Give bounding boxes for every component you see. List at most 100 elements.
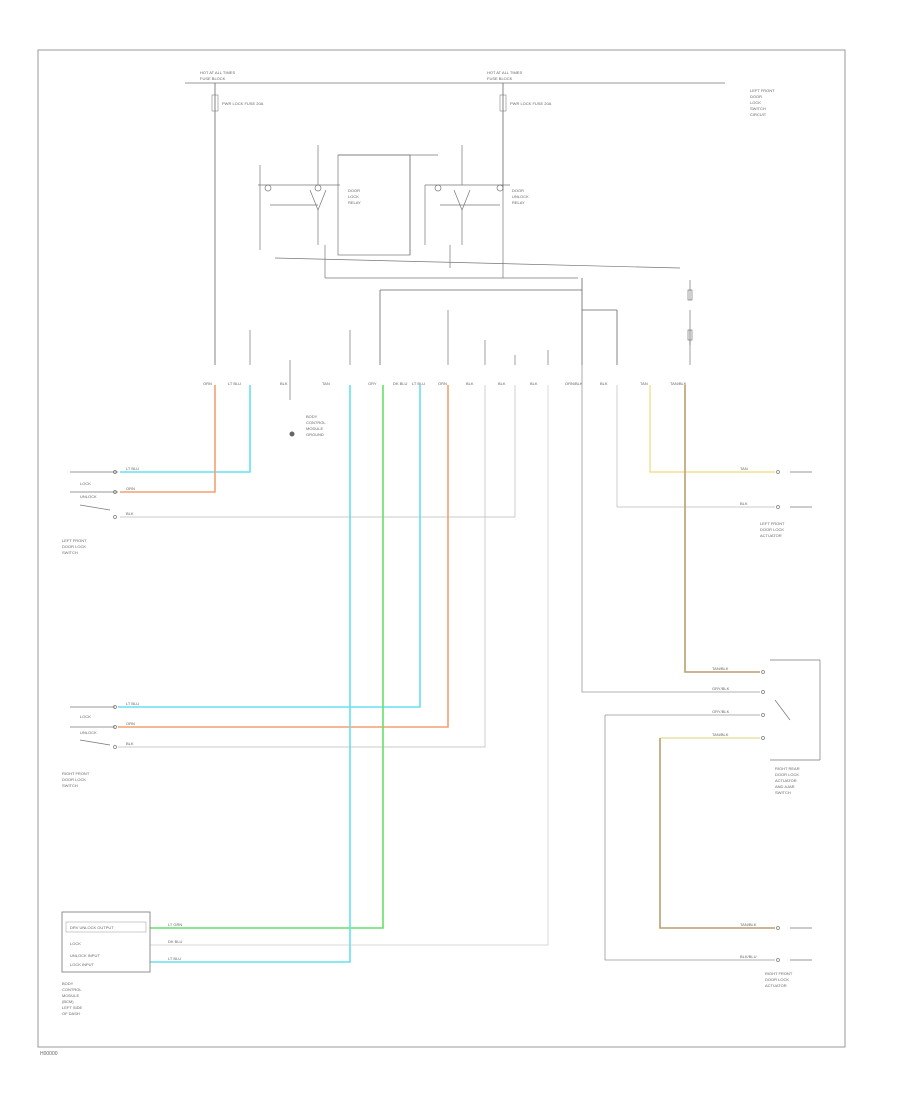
rf-switch-unlock-label: UNLOCK bbox=[80, 730, 97, 735]
rf-switch-blk-label: BLK bbox=[126, 741, 134, 746]
fuse-a-label: PWR LOCK FUSE 20A bbox=[222, 101, 264, 106]
rf-switch-lock-label: LOCK bbox=[80, 714, 91, 719]
svg-text:DOOR LOCK: DOOR LOCK bbox=[62, 777, 86, 782]
svg-text:GRY: GRY bbox=[368, 381, 377, 386]
svg-text:BLK: BLK bbox=[498, 381, 506, 386]
svg-text:RELAY: RELAY bbox=[512, 200, 525, 205]
svg-text:DOOR: DOOR bbox=[750, 94, 762, 99]
svg-text:CIRCUIT: CIRCUIT bbox=[750, 112, 767, 117]
svg-text:OF DASH: OF DASH bbox=[62, 1011, 80, 1016]
svg-text:LEFT FRONT: LEFT FRONT bbox=[750, 88, 775, 93]
svg-text:LOCK: LOCK bbox=[750, 100, 761, 105]
svg-text:SWITCH: SWITCH bbox=[750, 106, 766, 111]
svg-text:RIGHT FRONT: RIGHT FRONT bbox=[765, 971, 793, 976]
svg-text:LT BLU: LT BLU bbox=[228, 381, 241, 386]
wire-blk-blu-rf-actuator bbox=[604, 715, 775, 961]
svg-text:DOOR LOCK: DOOR LOCK bbox=[775, 772, 799, 777]
wire-dk-blu-bcm bbox=[150, 385, 549, 946]
rr-actuator-label-1: TAN/BLK bbox=[712, 666, 729, 671]
svg-text:LOCK: LOCK bbox=[348, 194, 359, 199]
svg-text:BLK: BLK bbox=[600, 381, 608, 386]
lf-switch-unlock-label: UNLOCK bbox=[80, 494, 97, 499]
svg-text:CONTROL: CONTROL bbox=[62, 987, 82, 992]
right-fuse-stack bbox=[687, 280, 693, 345]
fuse-block-label-2: FUSE BLOCK bbox=[487, 76, 513, 81]
bcm-row-3-label: UNLOCK INPUT bbox=[70, 953, 100, 958]
wire-orn-rf-switch bbox=[118, 385, 449, 728]
svg-text:DK BLU: DK BLU bbox=[393, 381, 408, 386]
wire-gry-blk-rr-actuator bbox=[581, 365, 760, 693]
unlock-relay-label: DOOR UNLOCK RELAY bbox=[512, 188, 529, 205]
left-front-switch-symbol bbox=[70, 470, 118, 519]
svg-text:LT BLU: LT BLU bbox=[412, 381, 425, 386]
svg-text:RIGHT REAR: RIGHT REAR bbox=[775, 766, 800, 771]
bcm-row-1-label: DRV UNLOCK OUTPUT bbox=[70, 925, 114, 930]
wire-blk-rf-switch bbox=[118, 385, 486, 748]
right-rear-actuator-label: RIGHT REAR DOOR LOCK ACTUATOR AND AJAR S… bbox=[775, 766, 800, 795]
lf-switch-blk-label: BLK bbox=[126, 511, 134, 516]
bcm-label: BODY CONTROL MODULE (BCM) LEFT SIDE OF D… bbox=[62, 981, 82, 1016]
rf-actuator-label-2: BLK/BLU bbox=[740, 954, 757, 959]
svg-text:BODY: BODY bbox=[62, 981, 74, 986]
lf-switch-lock-label: LOCK bbox=[80, 481, 91, 486]
lf-actuator-symbol bbox=[776, 470, 812, 509]
svg-text:UNLOCK: UNLOCK bbox=[512, 194, 529, 199]
bcm-wire-ltblu-label: LT BLU bbox=[168, 956, 181, 961]
lock-relay-label: DOOR LOCK RELAY bbox=[348, 188, 361, 205]
rf-actuator-symbol bbox=[776, 926, 812, 962]
lf-switch-ltblu-label: LT BLU bbox=[126, 466, 139, 471]
svg-text:RIGHT FRONT: RIGHT FRONT bbox=[62, 771, 90, 776]
svg-text:DOOR: DOOR bbox=[512, 188, 524, 193]
svg-text:AND AJAR: AND AJAR bbox=[775, 784, 795, 789]
bcm-wire-ltgrn-label: LT GRN bbox=[168, 922, 182, 927]
wire-lt-blu-lf-switch bbox=[120, 385, 251, 473]
right-front-switch-label: RIGHT FRONT DOOR LOCK SWITCH bbox=[62, 771, 90, 788]
svg-text:CONTROL: CONTROL bbox=[306, 420, 326, 425]
svg-text:MODULE: MODULE bbox=[306, 426, 323, 431]
svg-text:DOOR LOCK: DOOR LOCK bbox=[62, 544, 86, 549]
ground-icon bbox=[289, 431, 295, 437]
wire-orn-lf-switch bbox=[120, 385, 216, 493]
ground-label: BODY CONTROL MODULE GROUND bbox=[306, 414, 326, 437]
svg-text:BLK: BLK bbox=[466, 381, 474, 386]
svg-text:ACTUATOR: ACTUATOR bbox=[765, 983, 787, 988]
rr-actuator-label-2: GRY/BLK bbox=[712, 686, 730, 691]
bcm-row-4-label: LOCK INPUT bbox=[70, 962, 95, 967]
right-front-switch-symbol bbox=[70, 705, 117, 749]
svg-text:RELAY: RELAY bbox=[348, 200, 361, 205]
svg-text:LEFT SIDE: LEFT SIDE bbox=[62, 1005, 82, 1010]
left-front-actuator-label: LEFT FRONT DOOR LOCK ACTUATOR bbox=[760, 521, 785, 538]
svg-text:BLK: BLK bbox=[530, 381, 538, 386]
svg-text:ORN: ORN bbox=[438, 381, 447, 386]
svg-text:TAN: TAN bbox=[640, 381, 648, 386]
svg-text:BODY: BODY bbox=[306, 414, 318, 419]
svg-text:SWITCH: SWITCH bbox=[62, 550, 78, 555]
corner-note: LEFT FRONT DOOR LOCK SWITCH CIRCUIT bbox=[750, 88, 775, 117]
svg-text:TAN/BLK: TAN/BLK bbox=[670, 381, 687, 386]
rr-actuator-label-3: GRY/BLK bbox=[712, 709, 730, 714]
svg-text:TAN: TAN bbox=[322, 381, 330, 386]
svg-text:ORN: ORN bbox=[203, 381, 212, 386]
wire-lt-blu-bcm bbox=[150, 385, 351, 963]
svg-text:LEFT FRONT: LEFT FRONT bbox=[62, 538, 87, 543]
svg-text:ACTUATOR: ACTUATOR bbox=[775, 778, 797, 783]
wire-blk-lf-switch bbox=[120, 385, 516, 518]
wire-lt-grn-bcm bbox=[150, 385, 384, 929]
wire-tan-blk-rf-actuator bbox=[659, 738, 775, 929]
svg-text:(BCM): (BCM) bbox=[62, 999, 74, 1004]
connector-stubs bbox=[249, 310, 691, 400]
left-front-switch-label: LEFT FRONT DOOR LOCK SWITCH bbox=[62, 538, 87, 555]
bcm-wire-dkblu-label: DK BLU bbox=[168, 939, 183, 944]
fuse-b-label: PWR LOCK FUSE 20A bbox=[510, 101, 552, 106]
rr-actuator-label-4: TAN/BLK bbox=[712, 732, 729, 737]
svg-text:MODULE: MODULE bbox=[62, 993, 79, 998]
wire-lt-blu-rf-switch bbox=[118, 385, 421, 708]
svg-text:DOOR LOCK: DOOR LOCK bbox=[760, 527, 784, 532]
rf-actuator-label-1: TAN/BLK bbox=[740, 922, 757, 927]
right-front-actuator-label: RIGHT FRONT DOOR LOCK ACTUATOR bbox=[765, 971, 793, 988]
connector-label-row: ORN LT BLU BLK TAN GRY DK BLU LT BLU ORN… bbox=[203, 381, 687, 386]
bcm-row-2-label: LOCK bbox=[70, 941, 81, 946]
lf-actuator-tan-label: TAN bbox=[740, 466, 748, 471]
diagram-frame bbox=[37, 49, 846, 1048]
